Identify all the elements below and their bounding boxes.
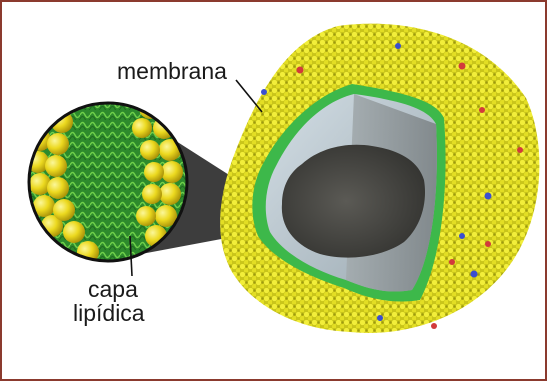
lipid-bilayer-zoom [27,97,188,263]
membrane-protein [485,241,491,247]
membrane-protein [297,67,304,74]
cell [220,24,539,333]
label-capa: capa [88,276,138,302]
membrane-protein [459,63,466,70]
membrane-protein [449,259,455,265]
membrane-protein [377,315,383,321]
membrane-protein [479,107,485,113]
membrane-protein [431,323,437,329]
membrane-protein [485,193,492,200]
membrane-protein [261,89,267,95]
membrana-leader-line [236,80,262,112]
label-lipidica: lipídica [73,300,145,326]
membrane-protein [471,271,478,278]
membrane-protein [459,233,465,239]
label-membrana: membrana [117,58,227,84]
membrane-protein [517,147,523,153]
membrane-protein [395,43,401,49]
